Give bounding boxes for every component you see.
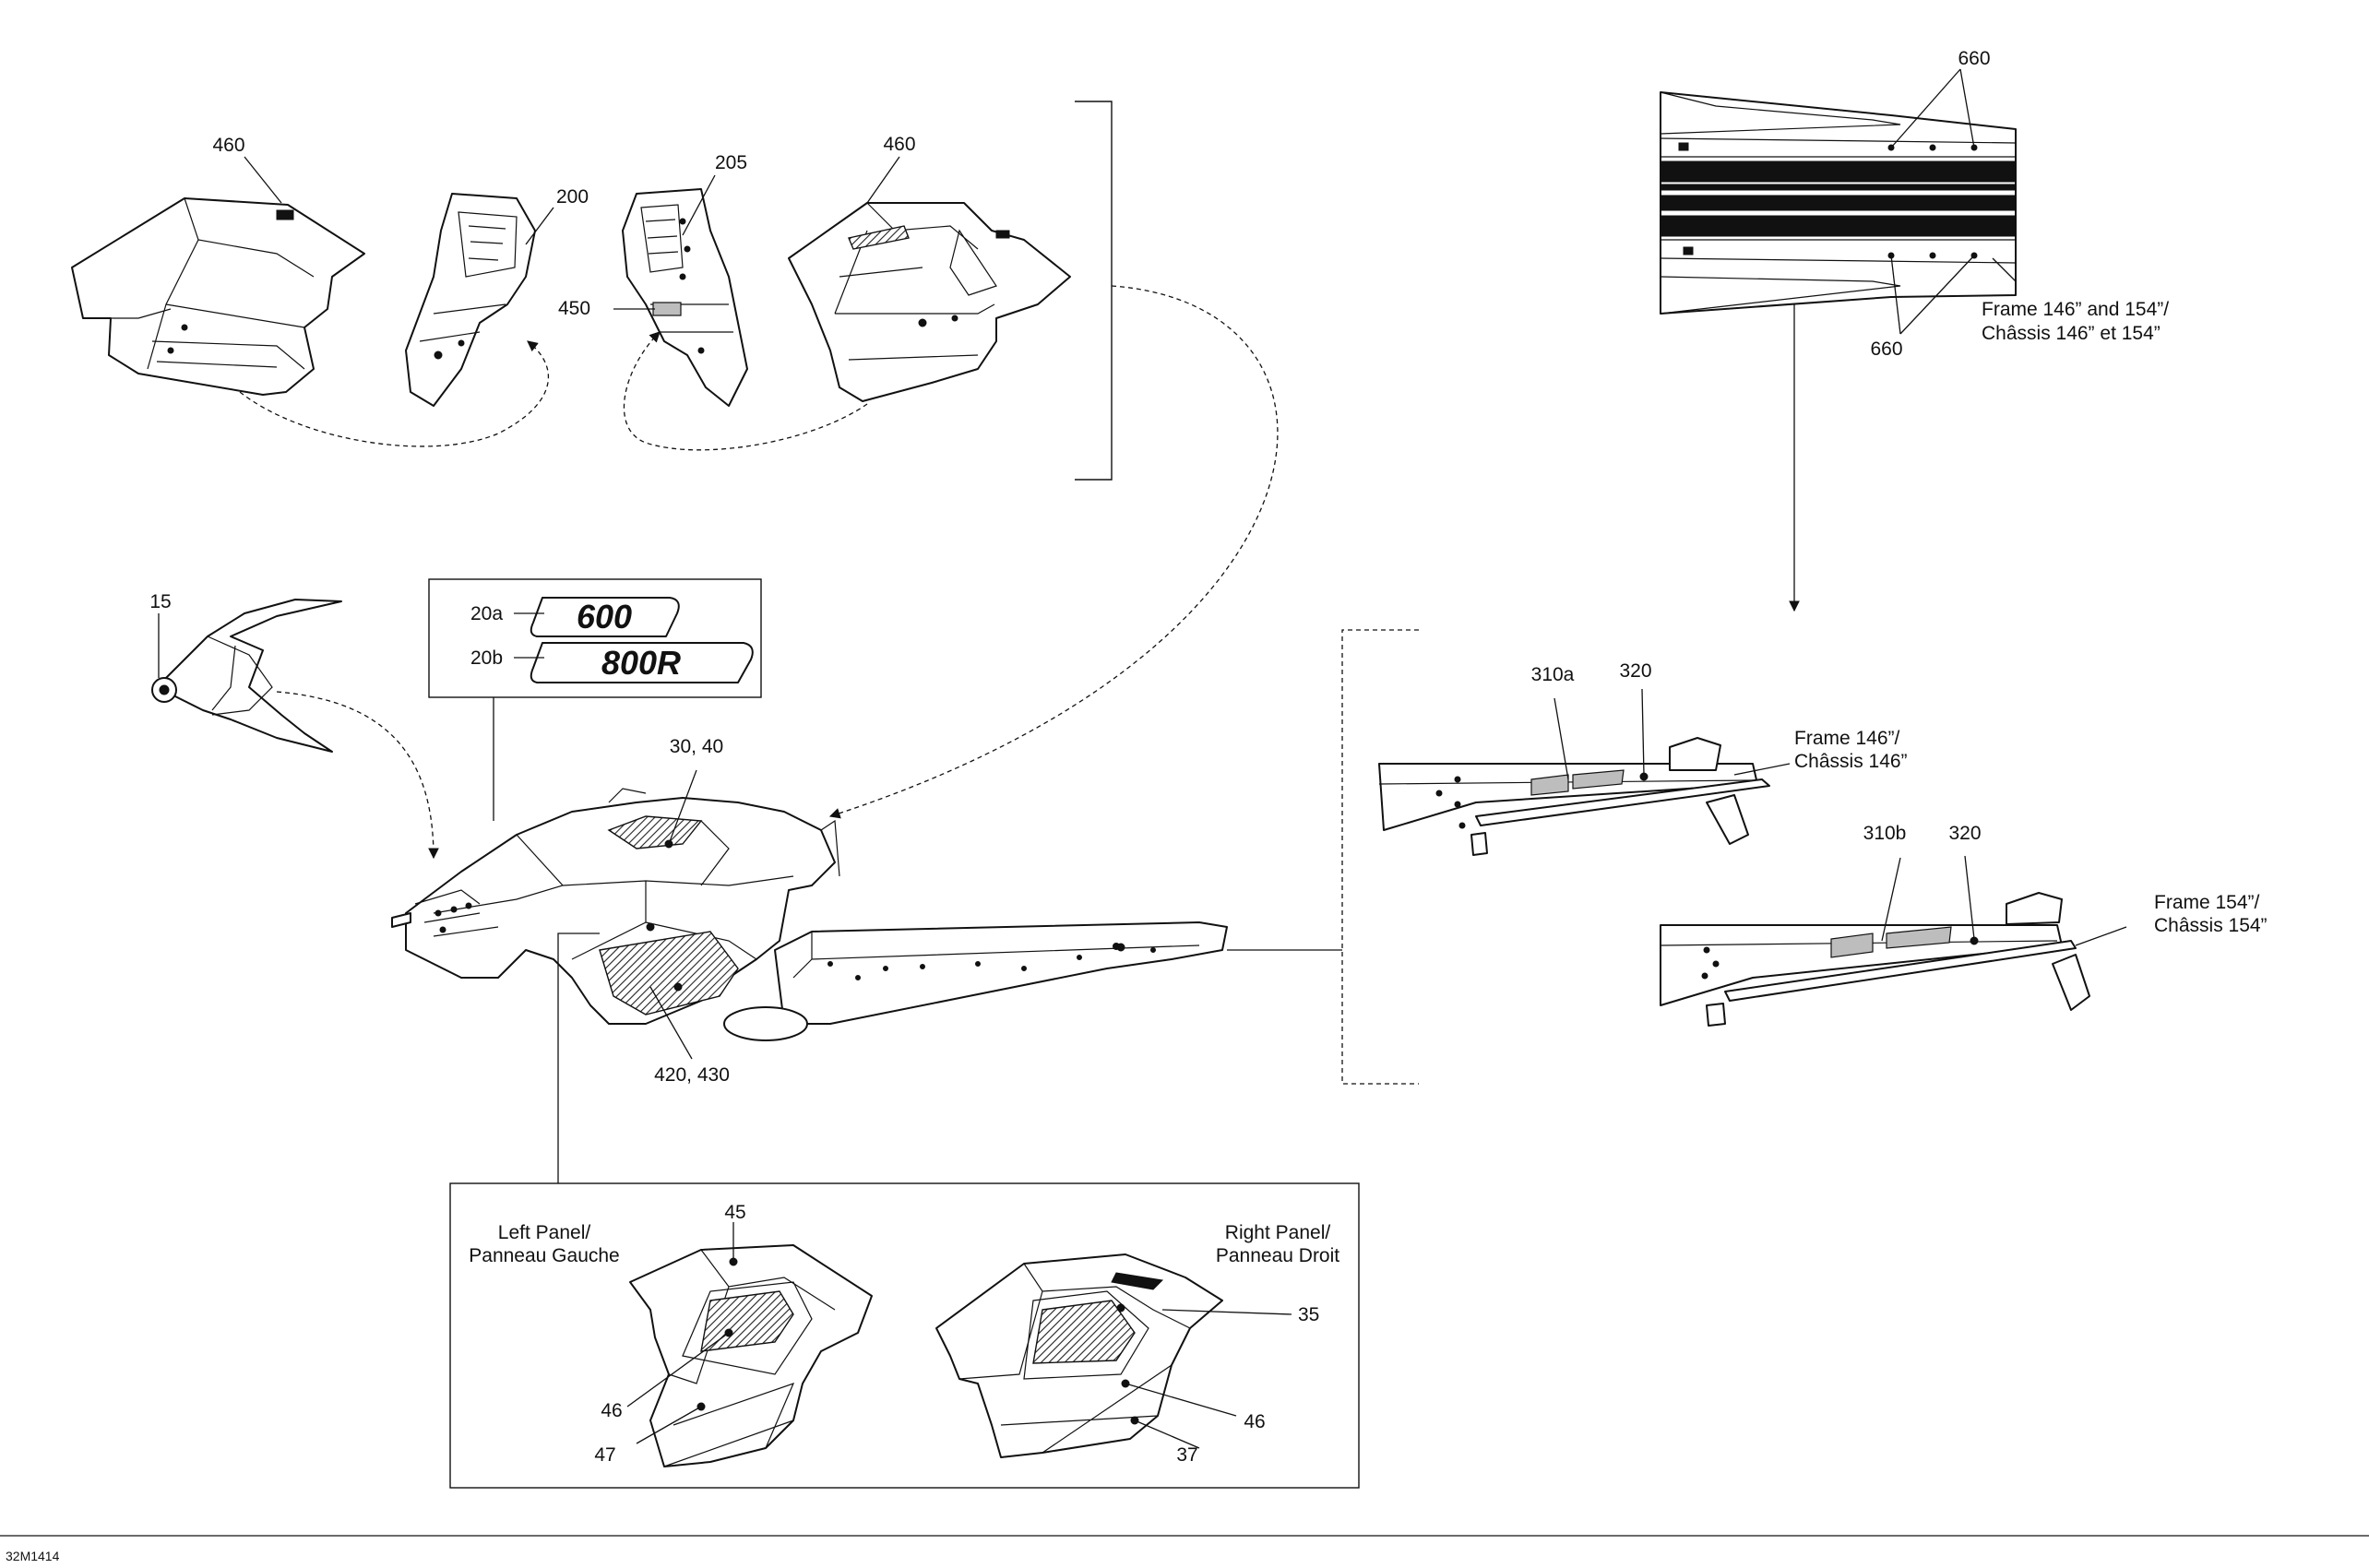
decal-600-text: 600 — [577, 598, 632, 636]
frame-154-side — [1660, 892, 2090, 1027]
callout-200: 200 — [556, 186, 589, 208]
callout-205: 205 — [715, 152, 747, 173]
caption-left-panel-line1: Left Panel/ — [498, 1222, 591, 1243]
captions: Frame 146” and 154”/ Châssis 146” et 154… — [469, 299, 2267, 1266]
inner-panel-205 — [622, 188, 748, 407]
decal-800r: 800R — [530, 642, 754, 683]
callout-320-b: 320 — [1948, 823, 1981, 844]
snowmobile-assembly — [391, 788, 1228, 1041]
right-panel-detail — [935, 1253, 1223, 1458]
callout-15: 15 — [149, 591, 171, 612]
callout-20a: 20a — [470, 603, 503, 624]
nose-piece — [151, 599, 439, 860]
callout-47: 47 — [594, 1444, 615, 1466]
frames-bracket — [1341, 629, 1419, 1085]
decal-600: 600 — [530, 597, 680, 637]
side-panels-group — [71, 101, 1113, 481]
connector-panels-to-sled — [828, 285, 1279, 819]
left-panel-detail — [629, 1244, 873, 1467]
caption-right-panel-line2: Panneau Droit — [1216, 1245, 1339, 1266]
caption-frame-146-line2: Châssis 146” — [1794, 751, 1908, 772]
callout-45: 45 — [724, 1202, 745, 1223]
callout-37: 37 — [1176, 1444, 1197, 1466]
caption-frame-146-154-line2: Châssis 146” et 154” — [1982, 323, 2161, 344]
tunnel-rivets — [827, 943, 1156, 980]
right-side-panel — [788, 202, 1071, 402]
caption-frame-146-line1: Frame 146”/ — [1794, 728, 1900, 749]
callout-460-left: 460 — [212, 135, 244, 156]
panels-detail-box — [449, 1182, 1360, 1489]
callout-450: 450 — [558, 298, 590, 319]
callout-35: 35 — [1298, 1304, 1319, 1325]
leader-lines — [158, 68, 2127, 1449]
connector-sled-to-panels — [557, 932, 600, 1183]
callout-660-top: 660 — [1958, 48, 1990, 69]
callout-labels: 460 200 205 450 460 15 20a 20b 30, 40 42… — [149, 48, 1990, 1466]
engine-decal-box: 600 800R — [428, 578, 762, 821]
callout-46-left: 46 — [601, 1400, 622, 1421]
callout-420-430: 420, 430 — [654, 1064, 730, 1086]
caption-frame-154-line2: Châssis 154” — [2154, 915, 2268, 936]
caption-left-panel-line2: Panneau Gauche — [469, 1245, 619, 1266]
callout-30-40: 30, 40 — [670, 736, 723, 757]
diagram-reference-code: 32M1414 — [6, 1549, 60, 1563]
callout-660-bottom: 660 — [1870, 339, 1902, 360]
left-side-panel — [71, 197, 365, 396]
caption-frame-146-154-line1: Frame 146” and 154”/ — [1982, 299, 2169, 320]
callout-320-a: 320 — [1619, 660, 1651, 682]
callout-20b: 20b — [470, 647, 503, 669]
decal-800r-text: 800R — [601, 644, 681, 682]
caption-frame-154-line1: Frame 154”/ — [2154, 892, 2260, 913]
callout-460-right: 460 — [883, 134, 915, 155]
frame-146-side — [1378, 737, 1770, 856]
caption-right-panel-line1: Right Panel/ — [1225, 1222, 1331, 1243]
callout-310b: 310b — [1863, 823, 1907, 844]
callout-46-right: 46 — [1244, 1411, 1265, 1432]
inner-panel-200 — [405, 193, 536, 407]
callout-310a: 310a — [1531, 664, 1575, 685]
frame-top-view — [1660, 91, 2017, 612]
